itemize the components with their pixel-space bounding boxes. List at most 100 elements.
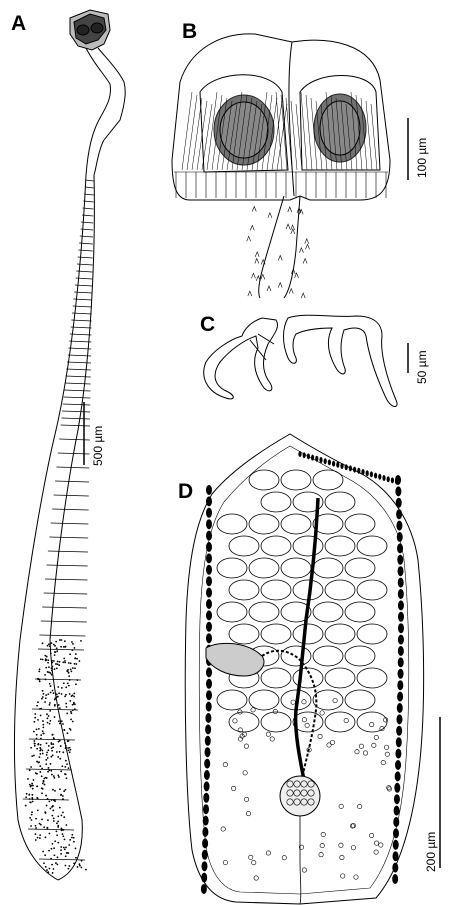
egg-dot bbox=[30, 766, 33, 768]
testis bbox=[369, 833, 375, 839]
vitelline-follicle bbox=[397, 680, 404, 691]
egg-dot bbox=[71, 694, 74, 697]
egg-dot bbox=[53, 651, 56, 653]
egg-dot bbox=[65, 824, 68, 826]
egg-dot bbox=[45, 777, 48, 779]
egg-dot bbox=[73, 708, 76, 711]
egg-dot bbox=[50, 769, 53, 772]
egg-dot bbox=[60, 793, 63, 796]
segment-line bbox=[81, 214, 94, 217]
spine bbox=[251, 205, 257, 212]
hook-left-inner bbox=[249, 333, 275, 361]
egg-dot bbox=[48, 671, 50, 674]
egg-dot bbox=[52, 737, 55, 739]
egg-capsule bbox=[248, 513, 280, 535]
egg-dot bbox=[60, 693, 63, 695]
egg-dot bbox=[35, 737, 38, 740]
segment-line bbox=[66, 368, 91, 371]
egg-dot bbox=[47, 749, 50, 752]
egg-dot bbox=[71, 833, 74, 836]
testis bbox=[369, 722, 375, 728]
egg-dot bbox=[55, 751, 58, 753]
egg-dot bbox=[53, 654, 56, 656]
egg-dot bbox=[45, 763, 48, 766]
egg-dot bbox=[51, 749, 54, 752]
segment-line bbox=[65, 375, 91, 378]
egg-dot bbox=[44, 866, 47, 868]
vitelline-follicle bbox=[201, 861, 208, 872]
egg-dot bbox=[49, 685, 52, 687]
egg-dot bbox=[37, 678, 39, 681]
egg-dot bbox=[33, 742, 36, 745]
vitelline-follicle bbox=[397, 691, 404, 702]
striation bbox=[355, 94, 363, 171]
egg-dot bbox=[41, 792, 43, 795]
striation bbox=[365, 100, 373, 171]
testis bbox=[357, 804, 363, 810]
egg-dot bbox=[49, 652, 52, 655]
egg-dot bbox=[58, 720, 60, 722]
egg-dot bbox=[43, 777, 46, 780]
segment-line bbox=[37, 648, 85, 651]
egg-dot bbox=[62, 751, 65, 754]
egg-dot bbox=[64, 747, 67, 750]
egg-dot bbox=[70, 710, 72, 713]
testis bbox=[222, 762, 228, 768]
spine bbox=[266, 285, 272, 292]
vitelline-follicle bbox=[206, 553, 212, 564]
egg-dot bbox=[58, 806, 61, 809]
egg-dot bbox=[50, 673, 53, 676]
egg-dot bbox=[54, 644, 56, 647]
vitelline-follicle bbox=[393, 817, 400, 827]
egg-dot bbox=[47, 643, 50, 646]
egg-dot bbox=[36, 836, 39, 839]
egg-dot bbox=[50, 847, 53, 850]
egg-dot bbox=[57, 824, 60, 827]
egg-dot bbox=[51, 806, 53, 808]
egg-dot bbox=[60, 852, 63, 855]
egg-dot bbox=[43, 826, 46, 829]
vitelline-follicle bbox=[311, 454, 315, 461]
testis bbox=[253, 875, 259, 881]
egg-dot bbox=[66, 712, 69, 715]
egg-dot bbox=[41, 697, 43, 700]
vitelline-follicle bbox=[206, 564, 212, 575]
egg-capsule bbox=[280, 601, 312, 623]
egg-dot bbox=[38, 670, 41, 673]
testis bbox=[269, 736, 275, 742]
segment-line bbox=[57, 452, 90, 455]
segment-line bbox=[70, 326, 92, 329]
egg-dot bbox=[64, 855, 67, 858]
egg-dot bbox=[50, 773, 53, 776]
egg-dot bbox=[53, 854, 56, 857]
vitelline-follicle bbox=[202, 838, 209, 849]
testis bbox=[358, 743, 364, 749]
striation bbox=[231, 91, 243, 171]
vitelline-follicle bbox=[395, 760, 402, 770]
testis bbox=[378, 842, 384, 848]
vitelline-follicle bbox=[386, 476, 390, 483]
egg-dot bbox=[71, 703, 74, 706]
testis bbox=[265, 850, 271, 856]
egg-dot bbox=[44, 701, 46, 703]
egg-capsule bbox=[312, 557, 344, 579]
egg-capsule bbox=[356, 667, 388, 689]
vitelline-follicle bbox=[357, 467, 361, 474]
egg-capsule bbox=[260, 491, 292, 513]
egg-dot bbox=[36, 747, 39, 750]
segment-line bbox=[40, 620, 87, 623]
egg-dot bbox=[73, 647, 76, 649]
egg-dot bbox=[42, 723, 45, 726]
vitelline-follicle bbox=[206, 621, 212, 632]
egg-dot bbox=[52, 809, 55, 812]
egg-dot bbox=[44, 836, 47, 839]
striation bbox=[315, 100, 323, 171]
egg-dot bbox=[64, 742, 66, 745]
egg-dot bbox=[62, 846, 65, 849]
striation bbox=[256, 91, 268, 171]
vitelline-follicle bbox=[397, 657, 404, 668]
egg-dot bbox=[28, 793, 31, 796]
egg-capsule bbox=[248, 469, 280, 491]
egg-dot bbox=[76, 657, 78, 660]
vitelline-follicle bbox=[396, 520, 403, 531]
